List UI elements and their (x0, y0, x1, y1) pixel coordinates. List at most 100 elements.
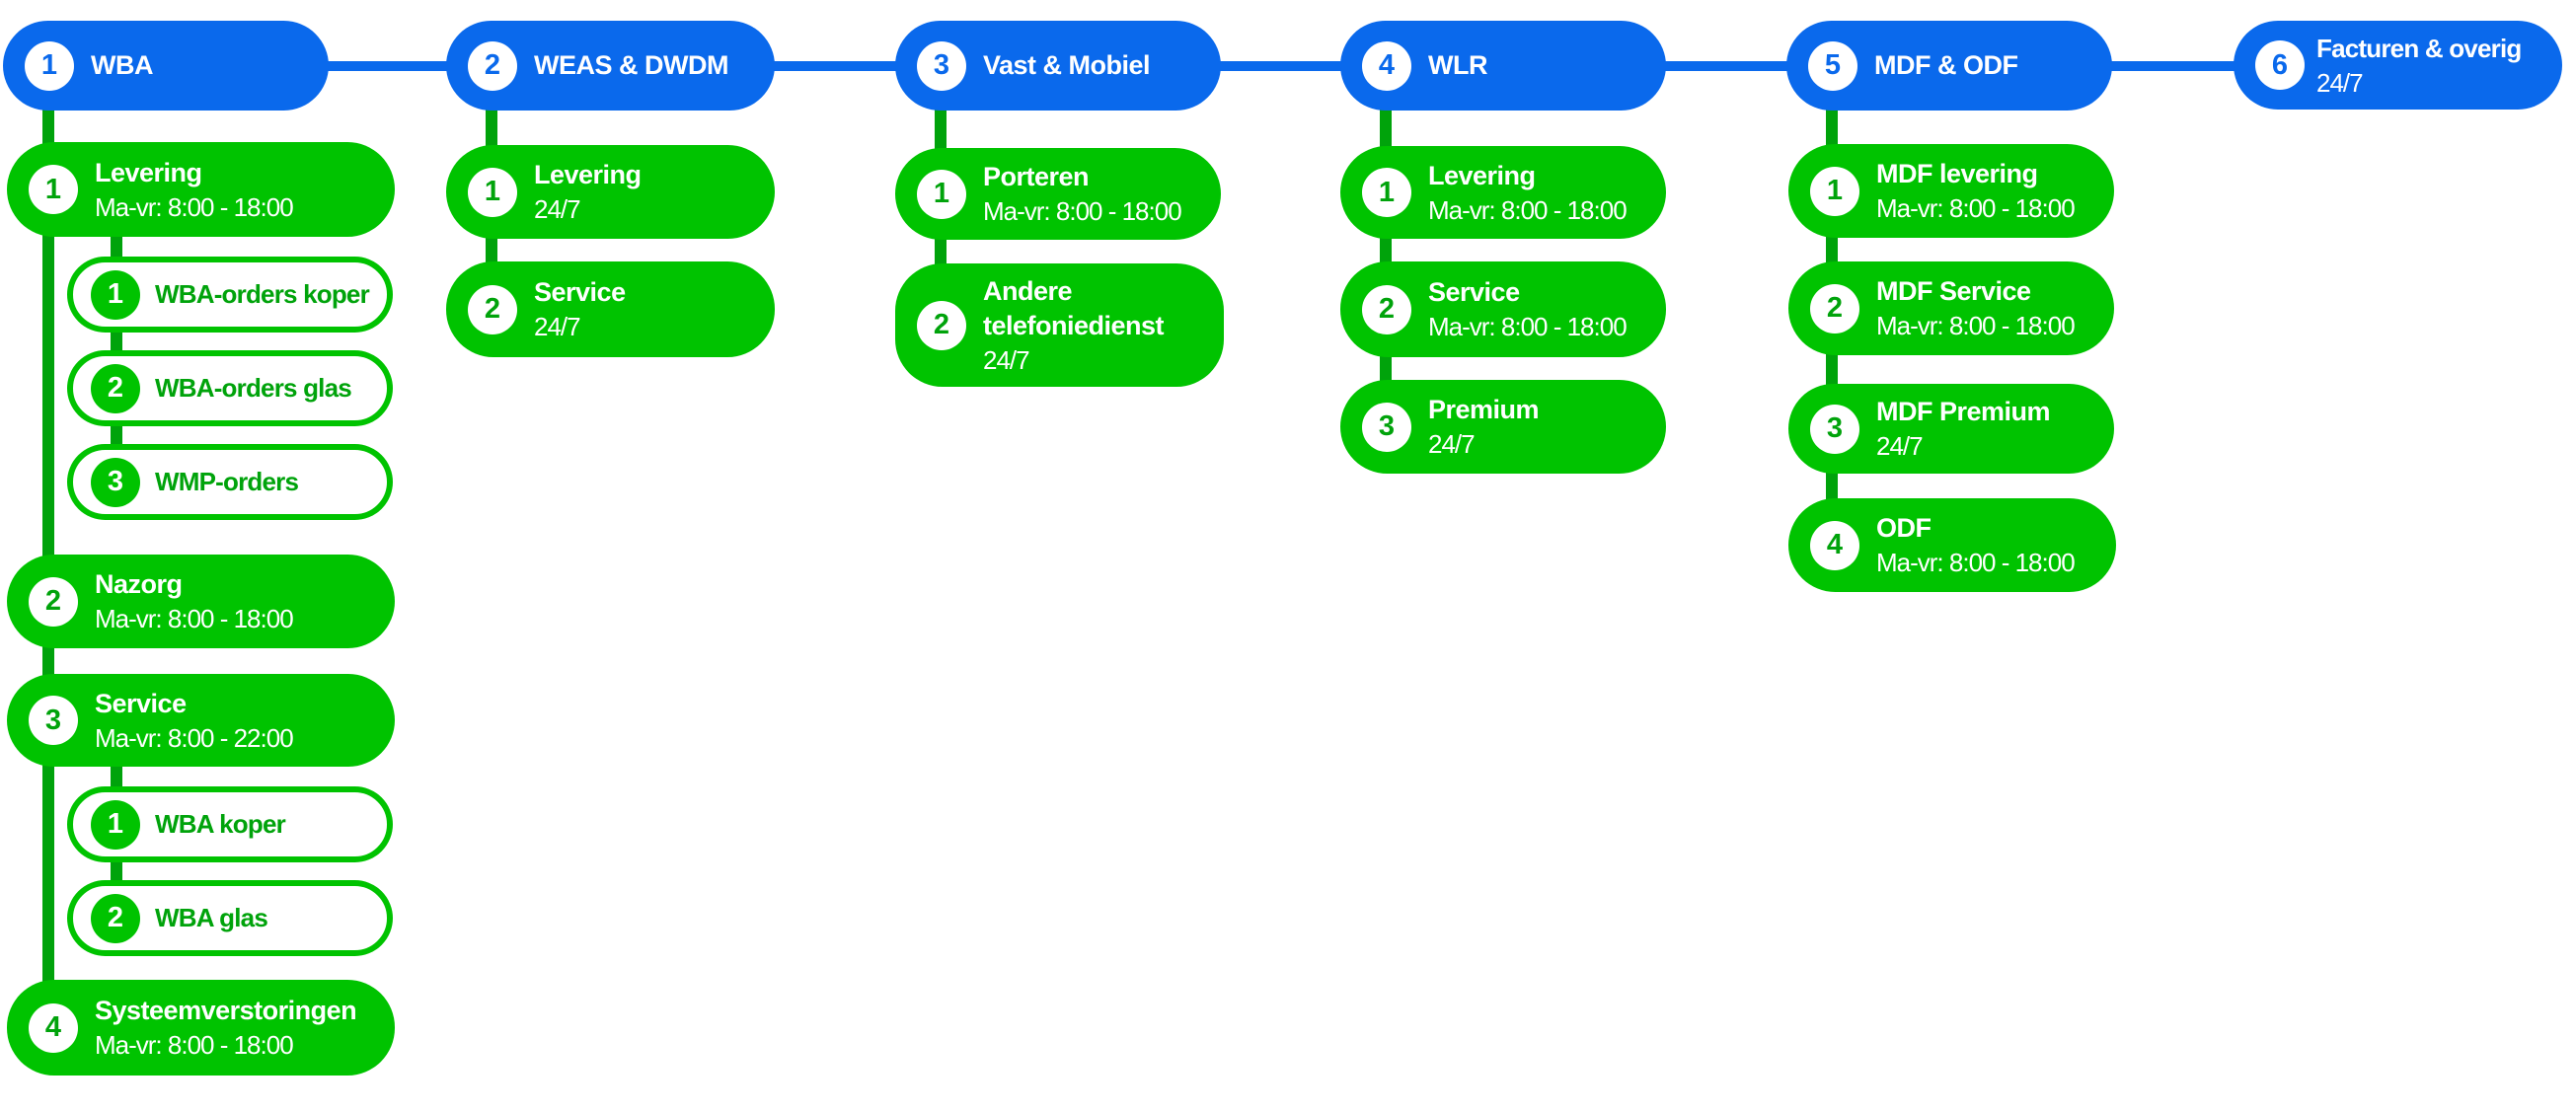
menu-node-wba-glas: 2 WBA glas (67, 880, 393, 956)
option-number-badge: 3 (1810, 404, 1859, 454)
node-text: ODF Ma-vr: 8:00 - 18:00 (1876, 511, 2076, 579)
option-number-badge: 2 (1362, 284, 1411, 334)
node-title: ODF (1876, 513, 1932, 543)
node-hours: Ma-vr: 8:00 - 18:00 (95, 1030, 294, 1060)
menu-node-wba-nazorg: 2 Nazorg Ma-vr: 8:00 - 18:00 (7, 555, 395, 648)
option-number-badge: 1 (91, 799, 140, 850)
menu-node-andere-telefoniedienst: 2 Andere telefoniedienst 24/7 (895, 263, 1224, 387)
node-title: WBA (91, 50, 153, 80)
menu-node-wba-service: 3 Service Ma-vr: 8:00 - 22:00 (7, 674, 395, 767)
node-title: Levering (1428, 160, 1536, 190)
node-hours: 24/7 (2316, 67, 2364, 98)
option-number-badge: 6 (2255, 40, 2305, 90)
option-number-badge: 2 (468, 284, 517, 334)
node-title: WMP-orders (155, 467, 299, 496)
menu-root-mdf-odf: 5 MDF & ODF (1786, 21, 2112, 111)
menu-node-wlr-service: 2 Service Ma-vr: 8:00 - 18:00 (1340, 261, 1666, 357)
node-title: WBA glas (155, 903, 268, 932)
node-hours: Ma-vr: 8:00 - 18:00 (1876, 311, 2076, 340)
menu-node-wlr-premium: 3 Premium 24/7 (1340, 380, 1666, 474)
node-title: MDF Premium (1876, 397, 2051, 426)
option-number-badge: 1 (1810, 166, 1859, 216)
menu-node-wba-orders-glas: 2 WBA-orders glas (67, 350, 393, 426)
node-title: Nazorg (95, 569, 183, 599)
node-text: WEAS & DWDM (534, 48, 728, 83)
option-number-badge: 3 (91, 457, 140, 507)
node-text: WBA (91, 48, 153, 83)
menu-node-mdf-levering: 1 MDF levering Ma-vr: 8:00 - 18:00 (1788, 144, 2114, 238)
node-text: WBA glas (155, 901, 268, 935)
menu-node-porteren: 1 Porteren Ma-vr: 8:00 - 18:00 (895, 148, 1221, 240)
node-title: WBA koper (155, 809, 286, 839)
node-hours: 24/7 (534, 194, 581, 224)
node-text: Andere telefoniedienst 24/7 (983, 274, 1210, 377)
node-hours: Ma-vr: 8:00 - 18:00 (1428, 312, 1628, 341)
node-title: WBA-orders koper (155, 279, 370, 309)
node-title: MDF Service (1876, 276, 2031, 306)
node-hours: Ma-vr: 8:00 - 18:00 (1876, 548, 2076, 577)
node-hours: 24/7 (1876, 431, 1924, 461)
node-hours: Ma-vr: 8:00 - 18:00 (1428, 194, 1628, 225)
node-title: Premium (1428, 395, 1540, 424)
node-text: WMP-orders (155, 465, 299, 499)
node-hours: Ma-vr: 8:00 - 18:00 (95, 604, 294, 633)
node-text: Levering Ma-vr: 8:00 - 18:00 (1428, 159, 1628, 227)
node-hours: Ma-vr: 8:00 - 18:00 (983, 196, 1182, 226)
node-text: WLR (1428, 48, 1487, 83)
option-number-badge: 3 (917, 40, 966, 91)
option-number-badge: 2 (29, 576, 78, 627)
node-text: Levering Ma-vr: 8:00 - 18:00 (95, 156, 294, 224)
node-title: Vast & Mobiel (983, 50, 1151, 80)
node-title: WEAS & DWDM (534, 50, 728, 80)
connector-vertical-wba-trunk (42, 99, 54, 992)
menu-node-wlr-levering: 1 Levering Ma-vr: 8:00 - 18:00 (1340, 146, 1666, 239)
option-number-badge: 2 (91, 893, 140, 943)
option-number-badge: 4 (1810, 520, 1859, 570)
node-title: MDF & ODF (1874, 50, 2018, 80)
menu-node-wba-orders-koper: 1 WBA-orders koper (67, 257, 393, 333)
node-text: Nazorg Ma-vr: 8:00 - 18:00 (95, 567, 294, 635)
node-text: Service Ma-vr: 8:00 - 18:00 (1428, 275, 1628, 343)
menu-node-weas-service: 2 Service 24/7 (446, 261, 775, 357)
menu-root-wlr: 4 WLR (1340, 21, 1666, 111)
node-text: Porteren Ma-vr: 8:00 - 18:00 (983, 160, 1182, 228)
option-number-badge: 4 (1362, 40, 1411, 91)
node-text: Vast & Mobiel (983, 48, 1151, 83)
node-text: Facturen & overig 24/7 (2316, 32, 2522, 100)
option-number-badge: 5 (1808, 40, 1857, 91)
option-number-badge: 4 (29, 1002, 78, 1053)
node-text: Systeemverstoringen Ma-vr: 8:00 - 18:00 (95, 994, 357, 1062)
node-hours: 24/7 (1428, 429, 1476, 459)
node-title: Service (95, 688, 187, 718)
menu-node-systeemverstoringen: 4 Systeemverstoringen Ma-vr: 8:00 - 18:0… (7, 980, 395, 1076)
node-hours: 24/7 (983, 344, 1030, 375)
node-text: Service 24/7 (534, 275, 626, 343)
option-number-badge: 2 (91, 363, 140, 413)
node-text: MDF Premium 24/7 (1876, 395, 2051, 463)
menu-node-mdf-premium: 3 MDF Premium 24/7 (1788, 384, 2114, 474)
menu-root-weas-dwdm: 2 WEAS & DWDM (446, 21, 775, 111)
node-title: Levering (534, 160, 642, 189)
option-number-badge: 1 (917, 169, 966, 219)
option-number-badge: 1 (91, 269, 140, 320)
node-hours: Ma-vr: 8:00 - 18:00 (1876, 193, 2076, 223)
node-title: WBA-orders glas (155, 373, 352, 403)
option-number-badge: 2 (1810, 283, 1859, 334)
menu-node-mdf-service: 2 MDF Service Ma-vr: 8:00 - 18:00 (1788, 261, 2114, 355)
option-number-badge: 3 (1362, 402, 1411, 452)
menu-node-wba-levering: 1 Levering Ma-vr: 8:00 - 18:00 (7, 142, 395, 237)
node-title: WLR (1428, 50, 1487, 80)
node-title: Andere telefoniedienst (983, 275, 1165, 340)
option-number-badge: 2 (917, 300, 966, 350)
node-hours: Ma-vr: 8:00 - 18:00 (95, 191, 294, 222)
node-text: MDF & ODF (1874, 48, 2018, 83)
node-hours: 24/7 (534, 312, 581, 341)
menu-node-wba-koper: 1 WBA koper (67, 786, 393, 862)
menu-root-vast-mobiel: 3 Vast & Mobiel (895, 21, 1221, 111)
node-text: WBA-orders koper (155, 277, 370, 312)
node-text: Levering 24/7 (534, 158, 642, 226)
node-title: MDF levering (1876, 159, 2038, 188)
node-title: Systeemverstoringen (95, 996, 357, 1025)
menu-node-wmp-orders: 3 WMP-orders (67, 444, 393, 520)
